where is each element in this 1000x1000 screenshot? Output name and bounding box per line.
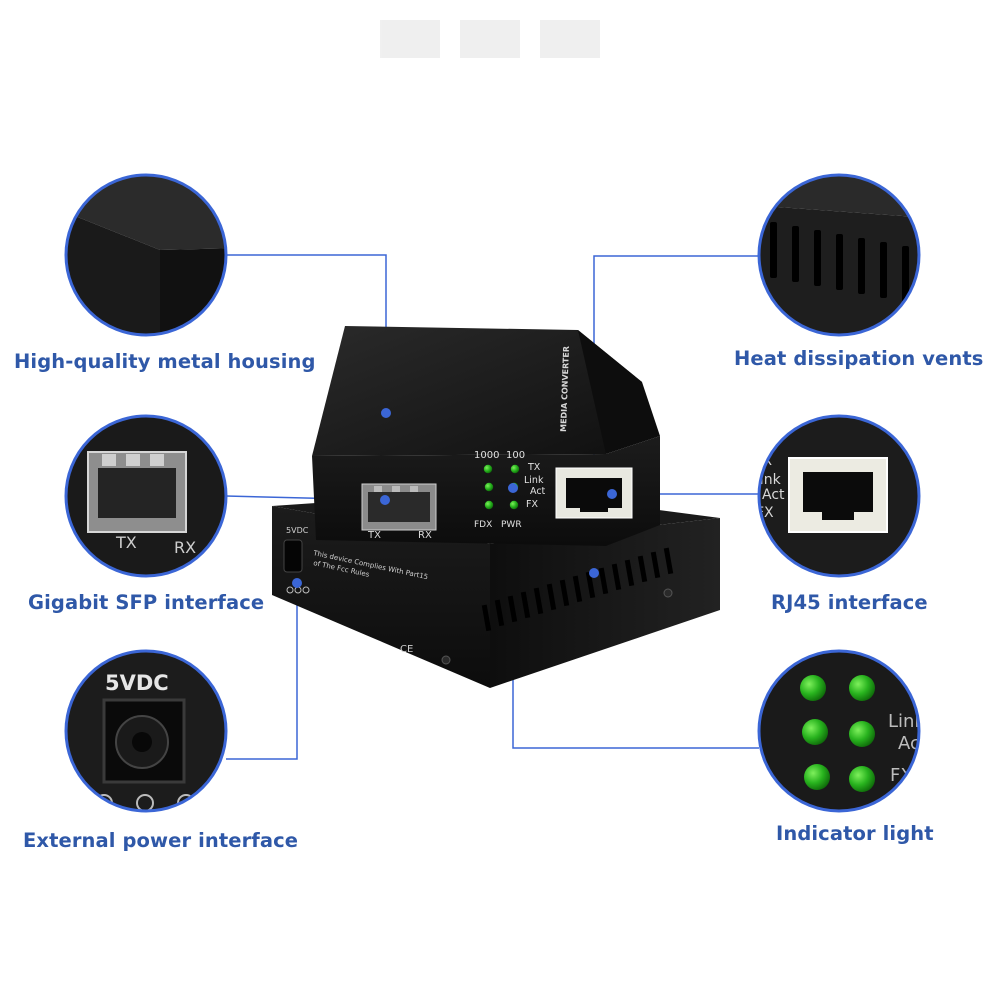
callout-power-label: External power interface <box>23 829 299 852</box>
front-sfp-tx: TX <box>367 530 381 541</box>
front-rj45-port <box>555 467 633 519</box>
zoom-vents <box>757 173 921 337</box>
callout-housing-label: High-quality metal housing <box>14 350 316 373</box>
zoom-power-label: 5VDC <box>105 671 169 695</box>
callout-vents-label: Heat dissipation vents <box>734 347 984 370</box>
ce-mark: CE <box>400 644 413 655</box>
zoom-rj45-act: Act <box>762 487 785 503</box>
back-power-jack <box>283 539 303 573</box>
led-tx-label: TX <box>527 462 541 473</box>
zoom-indicator: Link Act FX <box>757 649 927 813</box>
callout-sfp-label: Gigabit SFP interface <box>28 591 265 614</box>
led-pwr-label: PWR <box>501 520 522 530</box>
speed-100-label: 100 <box>506 450 525 461</box>
led-link-label: Link <box>524 475 544 486</box>
line-power <box>226 583 298 760</box>
front-media-converter: MEDIA CONVERTER TX RX 1000 100 TX Link A… <box>312 326 660 546</box>
zoom-sfp-tx: TX <box>115 533 137 552</box>
back-power-label: 5VDC <box>286 526 309 535</box>
led-act-label: Act <box>530 486 546 497</box>
front-sfp-port: TX RX <box>361 483 437 541</box>
back-vents <box>481 547 674 632</box>
zoom-rj45-link: Link <box>752 472 782 488</box>
zoom-led-link: Link <box>888 711 925 732</box>
zoom-led-act: Act <box>898 733 927 754</box>
callout-rj45-label: RJ45 interface <box>771 591 928 614</box>
led-fx-label: FX <box>526 499 538 510</box>
back-left-face <box>272 506 490 688</box>
top-label: MEDIA CONVERTER <box>559 346 571 432</box>
callout-dots <box>292 408 617 588</box>
front-top-face <box>312 326 642 456</box>
zoom-sfp: TX RX <box>64 414 228 578</box>
watermark <box>380 20 600 58</box>
callout-indicator-label: Indicator light <box>776 822 934 845</box>
speed-1000-label: 1000 <box>474 450 499 461</box>
zoom-housing <box>64 173 228 337</box>
led-fdx-label: FDX <box>474 520 492 530</box>
zoom-rj45: TX Link Act FX <box>752 414 921 578</box>
zoom-power: 5VDC <box>64 649 228 813</box>
zoom-sfp-rx: RX <box>174 538 196 557</box>
back-right-face <box>490 518 720 688</box>
front-sfp-rx: RX <box>418 530 432 541</box>
front-side-face <box>578 330 660 454</box>
